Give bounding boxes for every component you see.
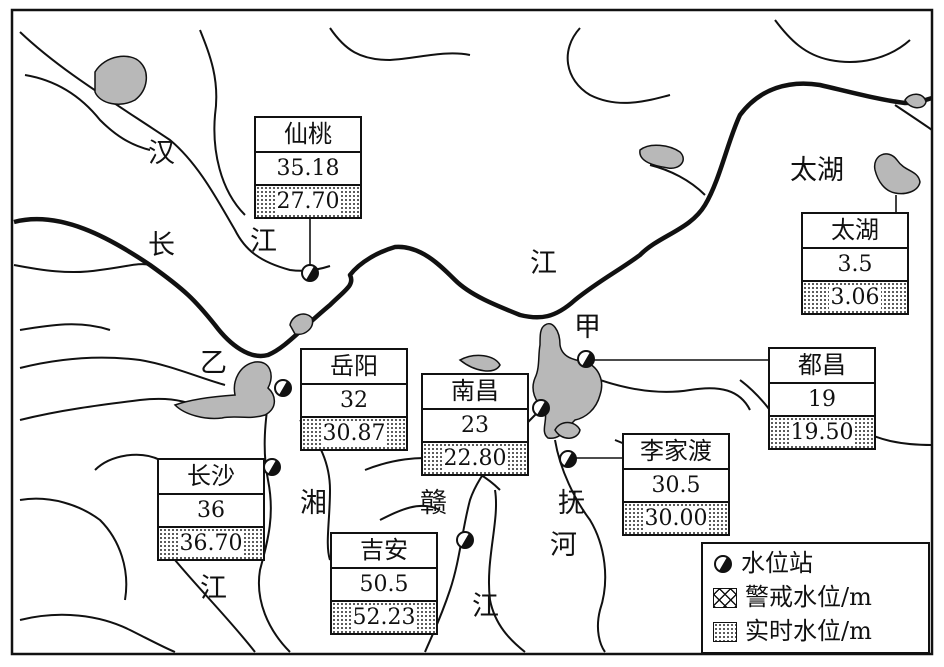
realtime-level: 36.70 — [159, 528, 263, 559]
realtime-level: 30.87 — [302, 418, 406, 449]
station-marker-xiantao — [301, 264, 319, 282]
station-name: 李家渡 — [624, 435, 728, 470]
label-gan-jiang: 江 — [472, 591, 499, 622]
label-jia: 甲 — [574, 312, 601, 343]
warning-level: 36 — [159, 495, 263, 528]
station-lijiadu: 李家渡 30.5 30.00 — [622, 433, 730, 536]
warning-level: 32 — [302, 385, 406, 418]
lake-upper-left — [94, 55, 147, 105]
station-marker-yueyang — [274, 379, 292, 397]
fu-river — [554, 439, 607, 653]
station-name: 太湖 — [803, 214, 907, 249]
legend-row-warning: 警戒水位/m — [713, 582, 872, 612]
label-taihu-lake: 太湖 — [790, 155, 844, 186]
legend-warning-label: 警戒水位/m — [745, 583, 872, 611]
realtime-level: 19.50 — [770, 417, 874, 448]
label-fu: 抚 — [558, 488, 585, 519]
label-xiang: 湘 — [300, 488, 327, 519]
legend: 水位站 警戒水位/m 实时水位/m — [701, 542, 930, 654]
taihu-lake-shape — [873, 153, 921, 195]
label-han-jiang: 江 — [250, 226, 277, 257]
lake-upper-mid — [639, 144, 684, 169]
warning-level: 35.18 — [256, 153, 360, 186]
station-name: 南昌 — [423, 375, 527, 410]
label-yi: 乙 — [200, 348, 227, 379]
warning-level: 19 — [770, 384, 874, 417]
station-nanchang: 南昌 23 22.80 — [421, 373, 529, 476]
warning-level: 50.5 — [332, 569, 436, 602]
station-marker-duchang — [577, 350, 595, 368]
realtime-level: 3.06 — [803, 282, 907, 313]
station-name: 吉安 — [332, 534, 436, 569]
station-marker-lijiadu — [559, 450, 577, 468]
dongting-lake — [173, 361, 276, 420]
realtime-level: 52.23 — [332, 602, 436, 633]
station-xiantao: 仙桃 35.18 27.70 — [254, 116, 362, 219]
hatch-swatch-icon — [713, 588, 737, 608]
station-name: 长沙 — [159, 460, 263, 495]
station-name: 岳阳 — [302, 350, 406, 385]
label-gan: 赣 — [420, 488, 447, 519]
station-name: 仙桃 — [256, 118, 360, 153]
legend-row-station: 水位站 — [713, 548, 813, 578]
station-changsha: 长沙 36 36.70 — [157, 458, 265, 561]
station-taihu: 太湖 3.5 3.06 — [801, 212, 909, 315]
realtime-level: 22.80 — [423, 443, 527, 474]
warning-level: 23 — [423, 410, 527, 443]
station-marker-nanchang — [532, 399, 550, 417]
warning-level: 30.5 — [624, 470, 728, 503]
warning-level: 3.5 — [803, 249, 907, 282]
legend-station-label: 水位站 — [741, 549, 813, 577]
realtime-level: 30.00 — [624, 503, 728, 534]
station-name: 都昌 — [770, 349, 874, 384]
label-xiang-jiang: 江 — [200, 573, 227, 604]
dotted-swatch-icon — [713, 622, 737, 642]
station-duchang: 都昌 19 19.50 — [768, 347, 876, 450]
station-icon — [714, 555, 732, 573]
realtime-level: 27.70 — [256, 186, 360, 217]
label-jiang-main: 江 — [530, 248, 557, 279]
label-han: 汉 — [148, 138, 175, 169]
legend-realtime-label: 实时水位/m — [745, 617, 872, 645]
label-fu-he: 河 — [550, 530, 577, 561]
yangtze-river — [13, 81, 933, 359]
label-chang: 长 — [148, 230, 175, 261]
legend-row-realtime: 实时水位/m — [713, 616, 872, 646]
station-marker-jian — [456, 531, 474, 549]
station-yueyang: 岳阳 32 30.87 — [300, 348, 408, 451]
han-river — [19, 31, 331, 272]
station-jian: 吉安 50.5 52.23 — [330, 532, 438, 635]
xiang-river — [258, 389, 291, 653]
